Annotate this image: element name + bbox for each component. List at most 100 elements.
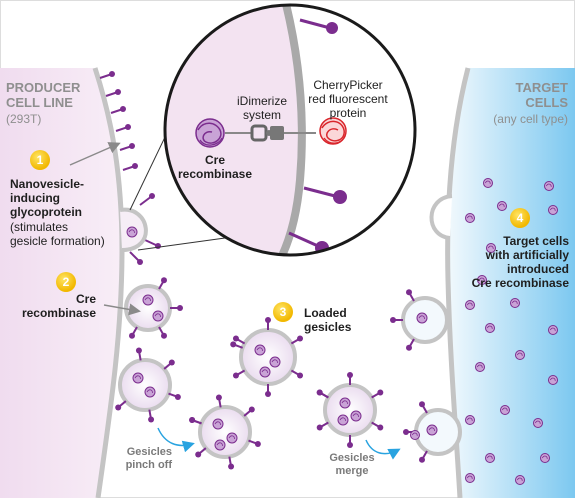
- spike-head: [347, 442, 353, 448]
- cre-blob-squiggle: [478, 277, 485, 281]
- spike-head: [228, 463, 235, 470]
- cre-blob-squiggle: [144, 297, 151, 302]
- cre-blob: [226, 432, 238, 444]
- cre-blob: [337, 414, 349, 426]
- cre-blob-squiggle: [466, 215, 473, 219]
- step-1-line4: (stimulates: [10, 220, 68, 234]
- step-4-number: 4: [517, 211, 524, 225]
- target-indent: [429, 194, 453, 240]
- cre-blob-squiggle: [341, 400, 348, 405]
- cre-blob-squiggle: [256, 347, 263, 352]
- step-1-line1: Nanovesicle-: [10, 177, 84, 191]
- spike-head: [135, 347, 142, 354]
- step-1-number: 1: [37, 153, 44, 167]
- cre-blob: [126, 226, 138, 238]
- cre-blob-squiggle: [352, 413, 359, 418]
- cre-blob-squiggle: [549, 207, 556, 211]
- spike-head: [189, 417, 196, 424]
- cre-blob-squiggle: [486, 455, 493, 459]
- spike-head: [377, 424, 384, 431]
- step-3-number: 3: [280, 305, 287, 319]
- inset-cre-label-line2: recombinase: [178, 167, 252, 181]
- cre-blob-squiggle: [154, 313, 161, 318]
- cre-blob: [214, 439, 226, 451]
- cre-blob: [339, 397, 351, 409]
- cre-blob: [485, 453, 495, 463]
- cre-blob-squiggle: [501, 407, 508, 411]
- target-title-line1: TARGET: [516, 80, 569, 95]
- cre-blob: [426, 424, 438, 436]
- spike-head: [406, 289, 412, 296]
- cre-blob: [212, 418, 224, 430]
- spike-head: [120, 106, 126, 112]
- cre-blob-squiggle: [214, 421, 221, 426]
- spike-head: [148, 416, 155, 423]
- step-1-line5: gesicle formation): [10, 234, 105, 248]
- cre-cargo: [126, 226, 438, 451]
- inset-magnifier: iDimerize system CherryPicker red fluore…: [163, 3, 417, 257]
- spike-head: [297, 372, 304, 379]
- cherrypicker-protein-icon: [319, 117, 347, 145]
- spike-head: [129, 143, 135, 149]
- spike-head: [248, 406, 255, 413]
- gesicle-spikes: [115, 277, 428, 470]
- spike-head: [230, 341, 237, 348]
- cre-blob-squiggle: [484, 180, 491, 184]
- merge-arrow: [365, 439, 401, 460]
- cre-blob: [515, 350, 525, 360]
- spike-head: [195, 451, 202, 458]
- cre-blob-squiggle: [134, 375, 141, 380]
- step-1-arrow: [69, 142, 121, 166]
- step-2-line2: recombinase: [22, 306, 96, 320]
- spike-head: [155, 243, 161, 249]
- idimerize-linker-icon: [225, 124, 316, 142]
- spike-head: [132, 163, 138, 169]
- pinch-off-line1: Gesicles: [127, 446, 172, 458]
- cre-blob: [477, 275, 487, 285]
- step-3-badge: 3: [273, 302, 293, 322]
- producer-subtitle: (293T): [6, 112, 41, 126]
- target-cell: [447, 68, 575, 498]
- cre-blob: [132, 372, 144, 384]
- step-3-line2: gesicles: [304, 320, 352, 334]
- step-4-line2: with artificially: [485, 248, 570, 262]
- spike-head: [177, 305, 183, 311]
- spike-head: [265, 391, 271, 397]
- spike-head: [390, 317, 396, 323]
- step-4-line1: Target cells: [503, 234, 569, 248]
- spike-head: [125, 124, 131, 130]
- free-gesicle-3: [323, 383, 377, 437]
- cre-blob-squiggle: [128, 229, 135, 234]
- spike-head: [115, 89, 121, 95]
- cre-blob: [410, 430, 420, 440]
- spike-head: [347, 372, 353, 378]
- step-2-line1: Cre: [76, 292, 96, 306]
- spike-head: [232, 372, 239, 379]
- spike-head: [115, 404, 122, 411]
- spike-head: [377, 389, 384, 396]
- cre-blob-squiggle: [549, 327, 556, 331]
- spike-head: [419, 401, 425, 408]
- cre-blob-squiggle: [466, 475, 473, 479]
- cherrypicker-label-line2: red fluorescent: [308, 92, 388, 106]
- glycoprotein-spikes: [99, 71, 161, 265]
- spike-head: [215, 394, 222, 401]
- idimerize-label-line2: system: [243, 108, 281, 122]
- producer-title-line2: CELL LINE: [6, 95, 73, 110]
- cre-blob: [548, 325, 558, 335]
- merge-line2: merge: [335, 465, 368, 477]
- target-title-line2: CELLS: [525, 95, 568, 110]
- step-3-line1: Loaded: [304, 306, 347, 320]
- step-1-line2: inducing: [10, 191, 60, 205]
- producer-title-line1: PRODUCER: [6, 80, 81, 95]
- spike-head: [137, 259, 143, 265]
- cre-blob-squiggle: [339, 417, 346, 422]
- cre-blob-squiggle: [486, 325, 493, 329]
- step-4-badge: 4: [510, 208, 530, 228]
- spike-head: [129, 332, 135, 339]
- cre-blob: [465, 415, 475, 425]
- step-1-line3: glycoprotein: [10, 205, 82, 219]
- spike-head: [254, 440, 261, 447]
- cre-blob: [515, 475, 525, 485]
- spike-head: [161, 277, 167, 284]
